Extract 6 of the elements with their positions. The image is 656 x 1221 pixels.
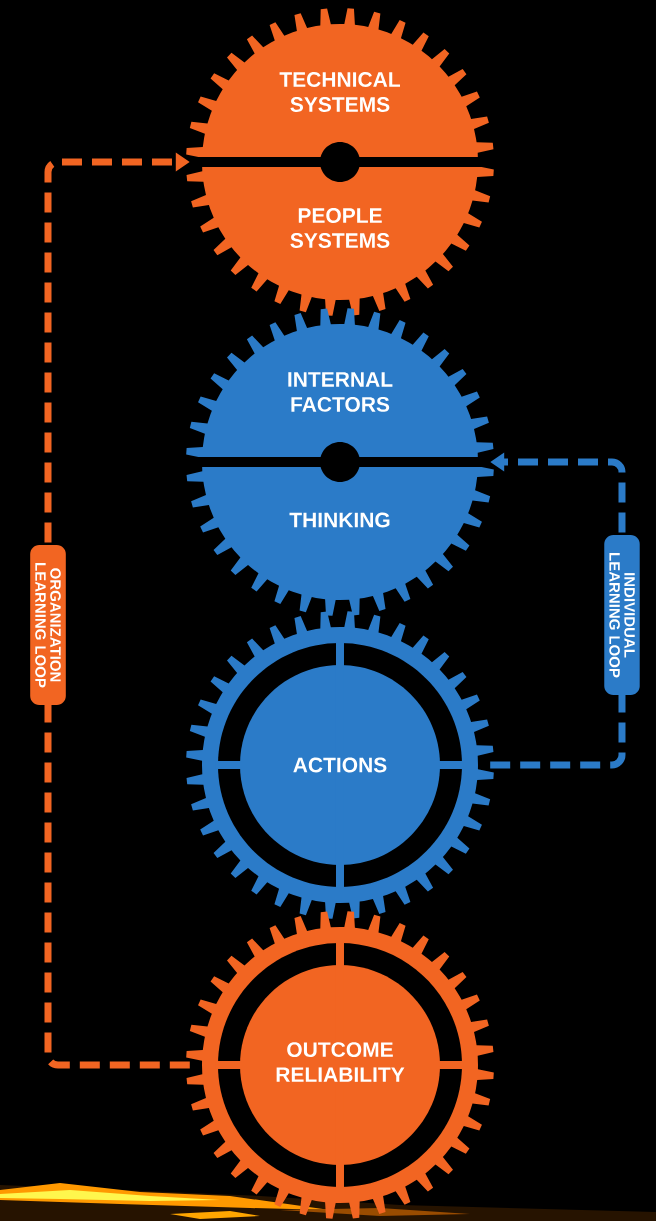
gear: INTERNAL FACTORS THINKING — [186, 308, 495, 616]
edge-label: ORGANIZATION LEARNING LOOP — [30, 545, 66, 705]
gear: TECHNICAL SYSTEMS PEOPLE SYSTEMS — [186, 8, 495, 316]
edge-label: INDIVIDUAL LEARNING LOOP — [604, 535, 640, 695]
gear: ACTIONS — [186, 611, 494, 919]
gear: OUTCOME RELIABILITY — [186, 911, 494, 1219]
